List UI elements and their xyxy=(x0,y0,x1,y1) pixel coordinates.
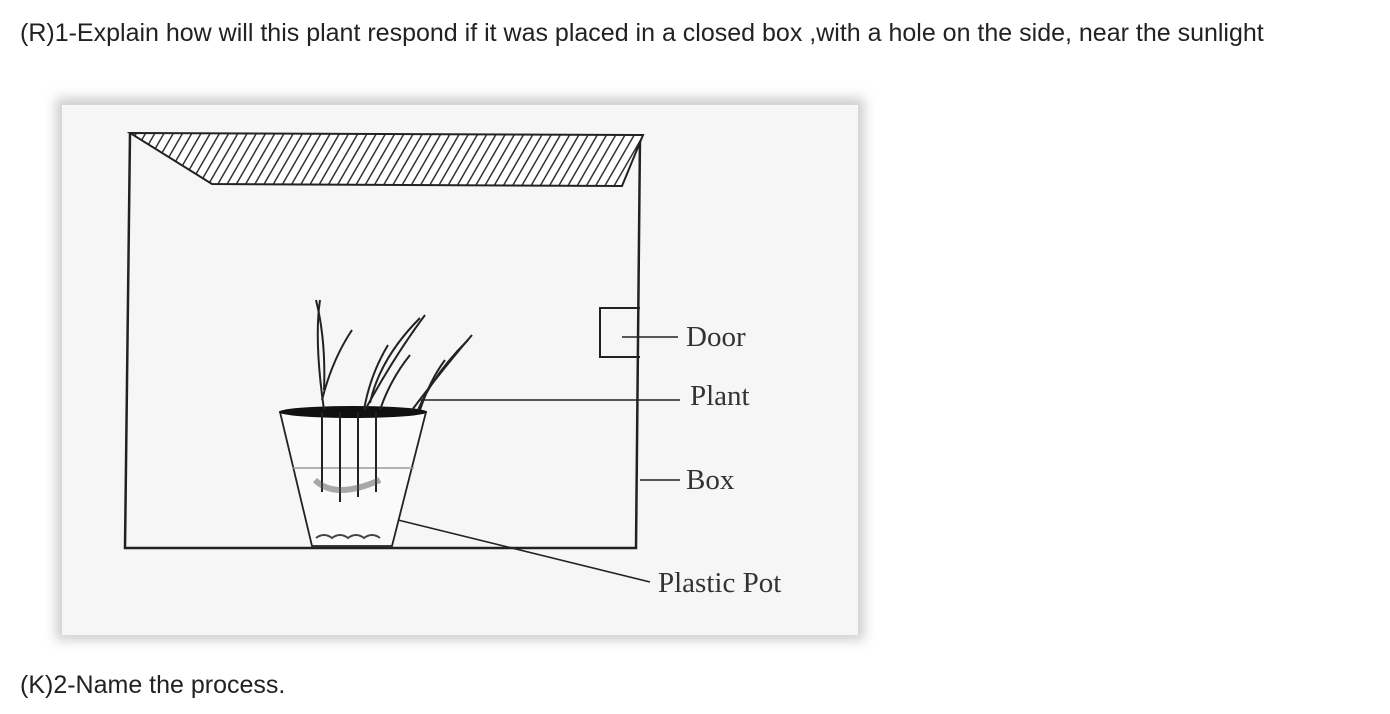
label-plastic-pot: Plastic Pot xyxy=(658,567,781,599)
door-outline xyxy=(599,307,640,358)
label-door: Door xyxy=(686,321,746,353)
figure-panel xyxy=(62,105,858,635)
label-box: Box xyxy=(686,464,735,496)
plastic-pot xyxy=(278,406,428,547)
pot-leader-line xyxy=(397,519,651,583)
question-2: (K)2-Name the process. xyxy=(20,671,286,699)
box-outline xyxy=(123,132,642,550)
plant xyxy=(312,299,473,502)
hatched-top xyxy=(126,131,645,188)
label-plant: Plant xyxy=(690,380,750,412)
question-1: (R)1-Explain how will this plant respond… xyxy=(20,19,1264,47)
